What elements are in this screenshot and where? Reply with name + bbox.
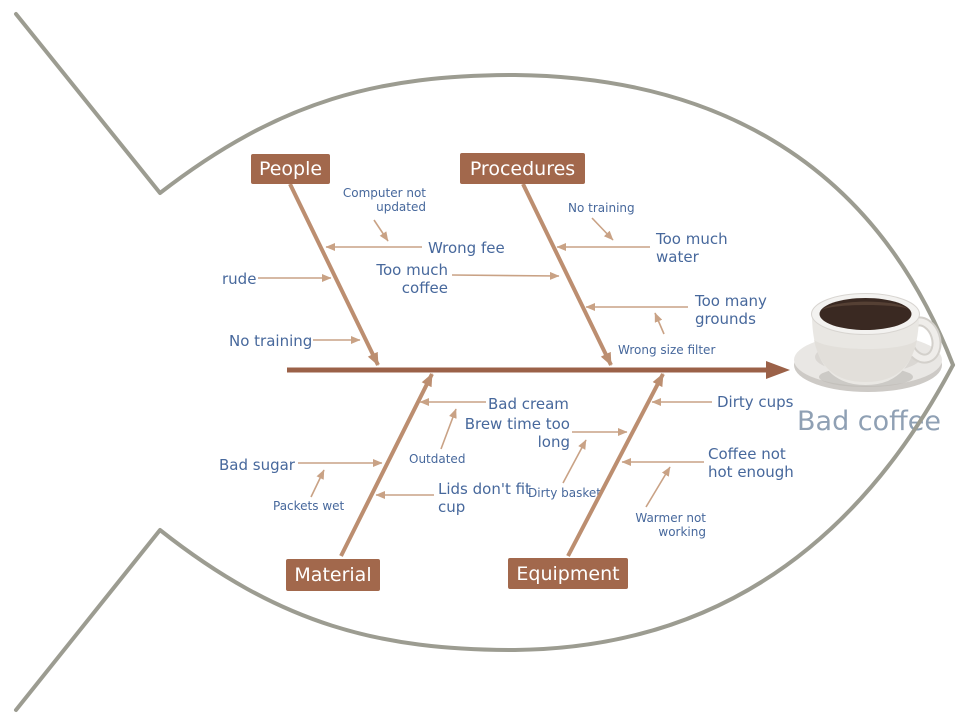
category-box-procedures: Procedures <box>460 153 585 184</box>
category-box-people: People <box>251 154 330 184</box>
category-box-material: Material <box>286 559 380 591</box>
category-box-equipment: Equipment <box>508 558 628 589</box>
